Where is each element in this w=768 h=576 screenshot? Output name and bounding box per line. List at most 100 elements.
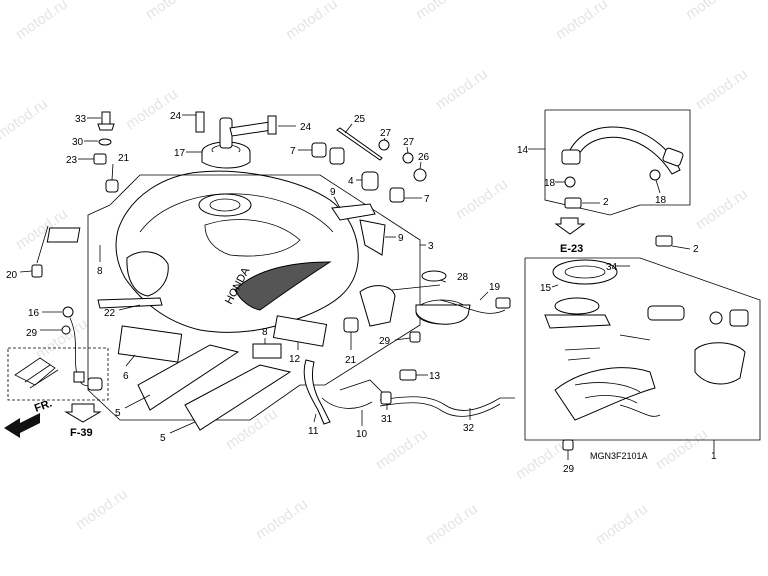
- watermark-text: motod.ru: [653, 425, 711, 473]
- watermark-text: motod.ru: [453, 175, 511, 223]
- pump-assembly-outline: [524, 257, 761, 441]
- mounting-bolts-group: [311, 127, 427, 203]
- fr-detail-box: [7, 347, 109, 401]
- watermark-text: motod.ru: [423, 500, 481, 548]
- callout-c29b: 29: [26, 328, 38, 339]
- fuel-tank: HONDA: [115, 170, 359, 333]
- diagram-code: MGN3F2101A: [590, 451, 648, 461]
- callout-c25: 25: [354, 114, 366, 125]
- watermark-text: motod.ru: [73, 485, 131, 533]
- callout-c23a: 23: [66, 155, 78, 166]
- callout-c8a: 8: [97, 266, 103, 277]
- callout-c17: 17: [174, 148, 186, 159]
- watermark-text: motod.ru: [413, 0, 471, 23]
- callout-c6: 6: [123, 371, 129, 382]
- pad-8b: [252, 343, 282, 359]
- watermark-text: motod.ru: [253, 495, 311, 543]
- callout-c2b: 2: [693, 244, 699, 255]
- callout-c18b: 18: [655, 195, 667, 206]
- callout-c7a: 7: [290, 146, 296, 157]
- watermark-text: motod.ru: [283, 0, 341, 43]
- watermark-text: motod.ru: [143, 0, 201, 23]
- callout-c33: 33: [75, 114, 87, 125]
- callout-c26: 26: [418, 152, 430, 163]
- tank-assembly-outline: [109, 174, 421, 386]
- fr-arrow: FR.: [4, 397, 54, 438]
- hose-assy-14-box: [544, 109, 691, 216]
- callout-c11: 11: [308, 426, 319, 437]
- callout-c21a: 21: [118, 153, 130, 164]
- breather-hose-14: [561, 126, 684, 188]
- watermark-text: motod.ru: [433, 65, 491, 113]
- e23-label[interactable]: E-23: [560, 243, 583, 255]
- watermark-text: motod.ru: [593, 500, 651, 548]
- callout-c28: 28: [457, 272, 469, 283]
- callout-c1: 1: [711, 451, 717, 462]
- callout-c18a: 18: [544, 178, 556, 189]
- callout-c29c: 29: [563, 464, 575, 475]
- clamp-2b: [655, 235, 673, 247]
- callout-c30: 30: [72, 137, 84, 148]
- nut-21b: [343, 317, 359, 333]
- callout-c34: 34: [606, 262, 618, 273]
- callout-c13: 13: [429, 371, 441, 382]
- callout-c4: 4: [348, 176, 354, 187]
- f39-label[interactable]: F-39: [70, 427, 93, 439]
- watermark-text: motod.ru: [553, 0, 611, 43]
- tank-rubber-9b: [359, 219, 386, 256]
- watermark-text: motod.ru: [693, 185, 751, 233]
- watermark-text: motod.ru: [693, 65, 751, 113]
- trim-5b: [184, 364, 292, 431]
- clip-20: [31, 225, 49, 278]
- watermark-text: motod.ru: [373, 425, 431, 473]
- callout-c29a: 29: [379, 336, 391, 347]
- callout-c12: 12: [289, 354, 301, 365]
- nut-29a: [409, 331, 421, 343]
- leader-lines: [19, 114, 691, 460]
- callout-c14: 14: [517, 145, 529, 156]
- e23-reference[interactable]: E-23: [554, 217, 586, 255]
- callout-c32: 32: [463, 423, 475, 434]
- trim-5a: [137, 344, 240, 411]
- callout-c9a: 9: [330, 187, 336, 198]
- fastener-stack-left: [93, 111, 119, 193]
- watermark-text: motod.ru: [223, 405, 281, 453]
- callout-c7b: 7: [424, 194, 430, 205]
- fr-label: FR.: [33, 397, 54, 414]
- callout-c31: 31: [381, 414, 393, 425]
- watermark-text: motod.ru: [33, 315, 91, 363]
- callout-c24b: 24: [300, 122, 312, 133]
- tank-rubber-9a: [331, 203, 376, 221]
- watermark-text: motod.ru: [513, 435, 571, 483]
- callout-c8b: 8: [262, 327, 268, 338]
- watermark-text: motod.ru: [683, 0, 741, 23]
- pad-8a: [46, 227, 81, 243]
- callout-c21b: 21: [345, 355, 357, 366]
- callout-c15: 15: [540, 283, 552, 294]
- fuel-pump-assembly: [544, 259, 749, 421]
- callout-c5a: 5: [115, 408, 121, 419]
- watermark-text: motod.ru: [0, 95, 51, 143]
- callout-c5b: 5: [160, 433, 166, 444]
- clamp-2a: [564, 197, 582, 209]
- nut-29c: [562, 439, 574, 451]
- fuel-sensor-harness: [61, 306, 103, 391]
- callout-c10: 10: [356, 429, 368, 440]
- fuel-hoses: [303, 359, 515, 425]
- callout-c24a: 24: [170, 111, 182, 122]
- callout-c19: 19: [489, 282, 501, 293]
- trim-22: [97, 297, 163, 309]
- callout-c20: 20: [6, 270, 18, 281]
- fuel-cap: [195, 111, 277, 169]
- watermark-text: motod.ru: [13, 0, 71, 43]
- pad-12: [272, 315, 328, 347]
- callout-c2a: 2: [603, 197, 609, 208]
- callout-c9b: 9: [398, 233, 404, 244]
- watermark-text: motod.ru: [123, 85, 181, 133]
- f39-reference[interactable]: F-39: [64, 403, 102, 439]
- callout-c3: 3: [428, 241, 434, 252]
